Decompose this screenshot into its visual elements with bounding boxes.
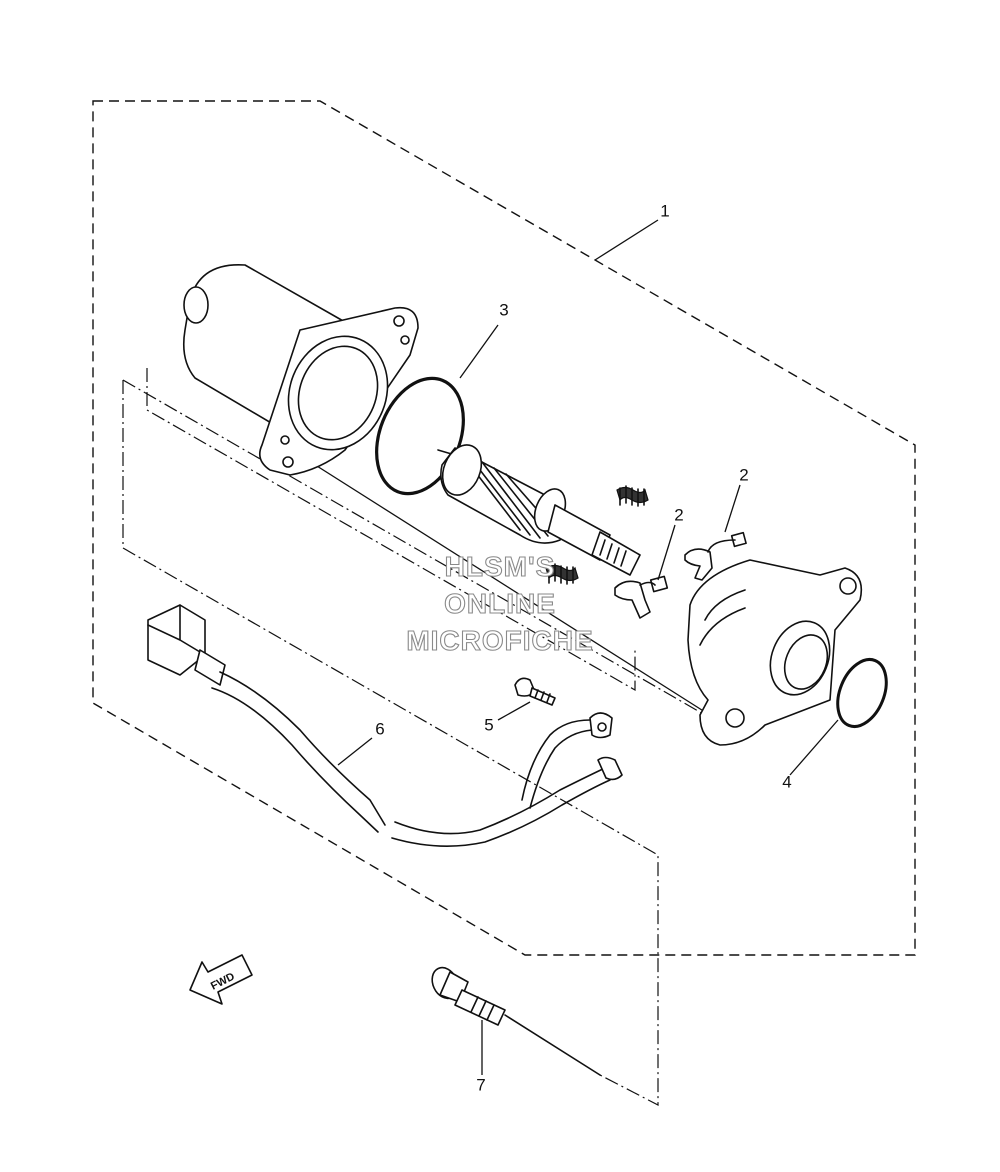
leader-4 [789, 719, 839, 776]
callout-1: 1 [660, 201, 669, 220]
o-ring-small [836, 658, 888, 728]
leader-1 [594, 219, 659, 261]
watermark-line-1: HLSM'S [445, 551, 556, 582]
lead-wire-assembly [147, 604, 623, 847]
brush-spring-upper [616, 485, 649, 507]
screw [514, 677, 556, 706]
kit-boundary-upper [146, 368, 636, 692]
armature [437, 444, 641, 576]
callout-2-left: 2 [674, 505, 683, 524]
callout-6: 6 [375, 719, 384, 738]
leader-2b [724, 484, 741, 533]
leader-3 [459, 324, 499, 379]
leader-5 [497, 701, 531, 721]
kit-boundary-top-edge [122, 379, 706, 716]
front-cover [687, 559, 863, 746]
leader-2a [657, 524, 676, 581]
callout-4: 4 [782, 772, 791, 791]
forward-direction-arrow: FWD [189, 954, 253, 1005]
starter-yoke [182, 264, 419, 476]
assembly-boundary [92, 100, 916, 956]
watermark-line-2: ONLINE [444, 588, 556, 619]
callout-5: 5 [484, 715, 493, 734]
watermark: HLSM'S ONLINE MICROFICHE [406, 550, 593, 656]
kit-boundary-lower [122, 380, 659, 1106]
brush-set-left [614, 575, 669, 619]
leader-6 [337, 737, 373, 766]
callout-2-right: 2 [739, 465, 748, 484]
callout-7: 7 [476, 1075, 485, 1094]
watermark-line-3: MICROFICHE [406, 625, 593, 656]
brush-set-right [684, 531, 747, 581]
brush-spring-lower [545, 563, 579, 585]
callout-3: 3 [499, 300, 508, 319]
assembly-axis [267, 434, 706, 713]
bolt [431, 966, 601, 1076]
